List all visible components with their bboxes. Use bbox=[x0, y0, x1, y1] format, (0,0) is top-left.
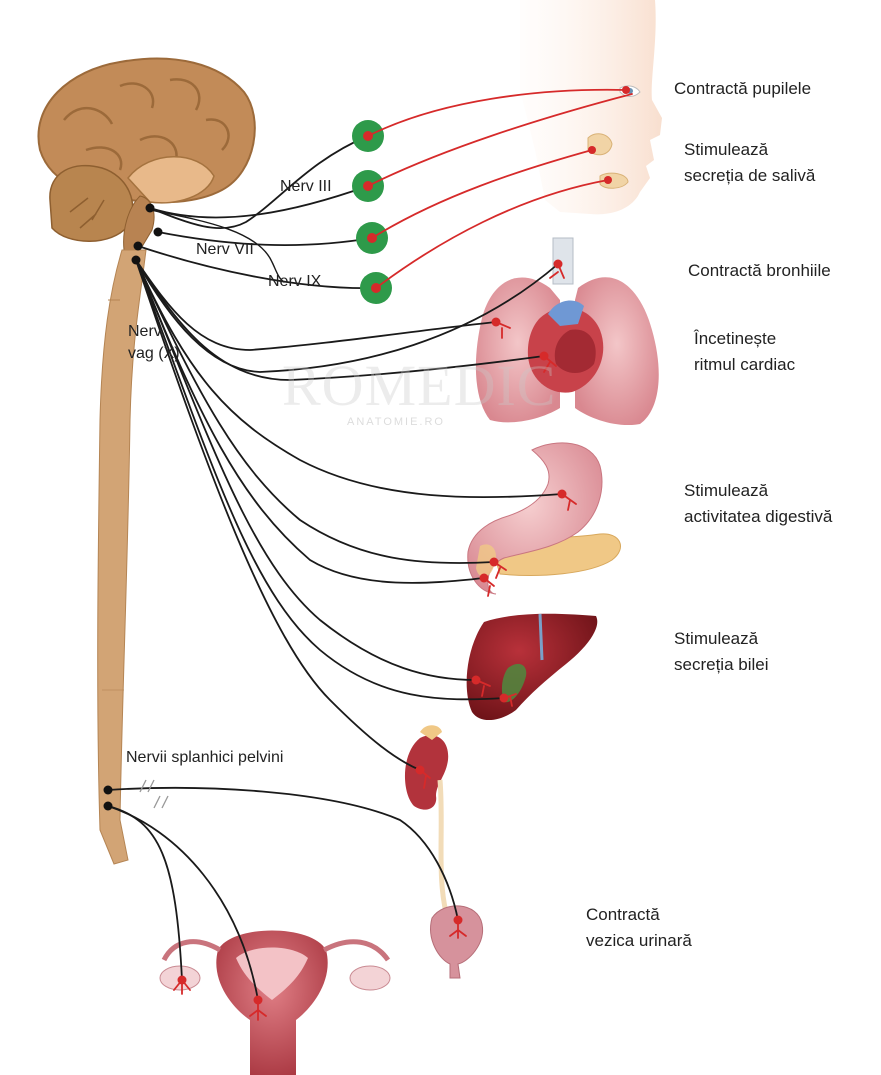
effect-label-heart-1: Încetinește bbox=[694, 326, 776, 352]
effect-label-heart-2: ritmul cardiac bbox=[694, 352, 795, 378]
preganglionic-fibers bbox=[108, 136, 562, 1000]
uterus-illustration bbox=[160, 931, 390, 1075]
effect-label-bile-1: Stimulează bbox=[674, 626, 758, 652]
effect-label-bladder-2: vezica urinară bbox=[586, 928, 692, 954]
effect-label-digest-1: Stimulează bbox=[684, 478, 768, 504]
nerve-label-vii: Nerv VII bbox=[196, 240, 254, 261]
ganglia bbox=[352, 120, 392, 304]
watermark: ROMEDIC bbox=[282, 352, 556, 419]
brain-illustration bbox=[38, 59, 254, 250]
effect-label-digest-2: activitatea digestivă bbox=[684, 504, 832, 530]
pelvic-nerve-tick-marks bbox=[140, 780, 168, 808]
watermark-subtext: ANATOMIE.RO bbox=[347, 416, 445, 428]
nerve-label-pelvic: Nervii splanhici pelvini bbox=[126, 748, 283, 769]
nerve-label-vagus-1: Nerv bbox=[128, 322, 162, 343]
liver-illustration bbox=[467, 614, 598, 720]
effect-label-bronchi: Contractă bronhiile bbox=[688, 258, 831, 284]
effect-label-bladder-1: Contractă bbox=[586, 902, 660, 928]
nerve-label-ix: Nerv IX bbox=[268, 272, 321, 293]
effect-label-saliva-1: Stimulează bbox=[684, 137, 768, 163]
effect-label-saliva-2: secreția de salivă bbox=[684, 163, 815, 189]
nerve-label-vagus-2: vag (X) bbox=[128, 344, 180, 365]
kidney-illustration bbox=[405, 725, 448, 920]
face-illustration bbox=[520, 0, 662, 214]
nerve-label-iii: Nerv III bbox=[280, 177, 332, 198]
effect-label-pupils: Contractă pupilele bbox=[674, 76, 811, 102]
effect-label-bile-2: secreția bilei bbox=[674, 652, 769, 678]
stomach-pancreas-illustration bbox=[468, 443, 621, 594]
